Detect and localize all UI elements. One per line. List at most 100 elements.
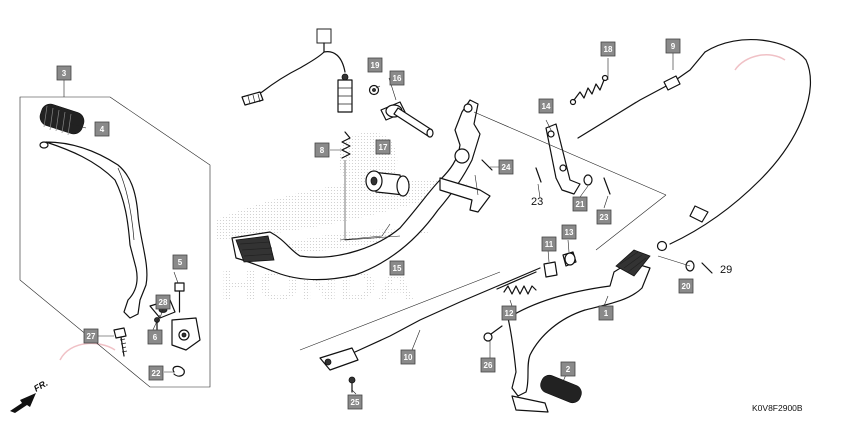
part-label-box bbox=[148, 365, 164, 381]
front-direction-arrow: FR. bbox=[10, 378, 50, 413]
part-label-24: 24 bbox=[498, 159, 514, 175]
part-label-box bbox=[596, 209, 612, 225]
part-label-1: 1 bbox=[598, 305, 614, 321]
part-label-6: 6 bbox=[147, 329, 163, 345]
part-label-5: 5 bbox=[172, 254, 188, 270]
part-label-text: 1 bbox=[604, 309, 609, 318]
long-bolt bbox=[113, 327, 128, 357]
pivot-bolt bbox=[368, 84, 380, 96]
part-label-text: 20 bbox=[682, 282, 691, 291]
circlip bbox=[172, 365, 185, 377]
part-label-box bbox=[665, 38, 681, 54]
part-label-box bbox=[598, 305, 614, 321]
part-label-box bbox=[56, 65, 72, 81]
part-label-27: 27 bbox=[83, 328, 99, 344]
part-label-text: 19 bbox=[371, 61, 380, 70]
part-label-text: 27 bbox=[87, 332, 96, 341]
part-label-11: 11 bbox=[541, 236, 557, 252]
part-label-4: 4 bbox=[94, 121, 110, 137]
small-bolt bbox=[154, 317, 160, 331]
part-label-3: 3 bbox=[56, 65, 72, 81]
part-label-box bbox=[367, 57, 383, 73]
part-label-text: 22 bbox=[152, 369, 161, 378]
part-label-text: 17 bbox=[379, 143, 388, 152]
part-label-text: 15 bbox=[393, 264, 402, 273]
part-label-box bbox=[498, 159, 514, 175]
part-label-box bbox=[561, 224, 577, 240]
part-label-12: 12 bbox=[501, 305, 517, 321]
joint-collar bbox=[562, 251, 577, 267]
left-group-bracket bbox=[19, 96, 211, 388]
part-label-text: 3 bbox=[62, 69, 67, 78]
kick-pedal-rubber bbox=[39, 103, 85, 136]
part-label-text: 16 bbox=[393, 74, 402, 83]
moto-watermark bbox=[59, 54, 786, 361]
part-label-23b: 23 bbox=[596, 209, 612, 225]
part-label-18: 18 bbox=[600, 41, 616, 57]
part-label-19: 19 bbox=[367, 57, 383, 73]
part-label-text: 11 bbox=[545, 240, 554, 249]
diagram-code: K0V8F2900B bbox=[752, 403, 803, 413]
unlabeled-box bbox=[316, 28, 332, 44]
washers-and-pins-right bbox=[535, 167, 713, 274]
part-label-box bbox=[94, 121, 110, 137]
part-label-2: 2 bbox=[560, 361, 576, 377]
part-label-text: 10 bbox=[404, 353, 413, 362]
part-number-23a: 23 bbox=[531, 196, 543, 208]
rod-spring bbox=[503, 285, 537, 295]
part-label-text: 6 bbox=[153, 333, 158, 342]
part-label-text: 24 bbox=[502, 163, 511, 172]
part-label-16: 16 bbox=[389, 70, 405, 86]
kick-bolt bbox=[174, 282, 185, 313]
part-label-28: 28 bbox=[155, 294, 171, 310]
part-label-text: 5 bbox=[178, 258, 183, 267]
part-label-15: 15 bbox=[389, 260, 405, 276]
adjust-nut bbox=[543, 261, 558, 278]
return-spring-large bbox=[569, 74, 609, 106]
part-label-box bbox=[541, 236, 557, 252]
pedal-bolt bbox=[483, 325, 503, 342]
part-label-22: 22 bbox=[148, 365, 164, 381]
honda-watermark: HONDA bbox=[215, 131, 470, 310]
part-label-box bbox=[538, 98, 554, 114]
part-label-box bbox=[155, 294, 171, 310]
front-direction-label: FR. bbox=[32, 378, 50, 394]
switch-wire bbox=[241, 28, 353, 113]
return-spring-small bbox=[341, 131, 351, 159]
part-label-box bbox=[389, 70, 405, 86]
cotter-pin-a bbox=[481, 159, 493, 171]
part-label-box bbox=[480, 357, 496, 373]
leader-lines-right bbox=[299, 52, 691, 395]
part-label-box bbox=[678, 278, 694, 294]
brake-rod-cable bbox=[577, 39, 811, 252]
part-label-box bbox=[600, 41, 616, 57]
part-label-17: 17 bbox=[375, 139, 391, 155]
part-label-26: 26 bbox=[480, 357, 496, 373]
brake-pedal bbox=[231, 99, 491, 281]
part-label-box bbox=[147, 329, 163, 345]
part-label-box bbox=[375, 139, 391, 155]
pivot-bushing bbox=[365, 170, 410, 197]
part-label-13: 13 bbox=[561, 224, 577, 240]
part-label-10: 10 bbox=[400, 349, 416, 365]
part-label-text: 2 bbox=[566, 365, 571, 374]
pivot-shaft bbox=[380, 101, 434, 138]
part-label-box bbox=[400, 349, 416, 365]
part-label-9: 9 bbox=[665, 38, 681, 54]
rod-bolt bbox=[348, 376, 356, 393]
part-label-20: 20 bbox=[678, 278, 694, 294]
part-label-text: 8 bbox=[320, 146, 325, 155]
part-label-text: 4 bbox=[100, 125, 105, 134]
leader-lines-mid bbox=[330, 77, 500, 241]
part-label-text: 23 bbox=[600, 213, 609, 222]
brake-rod bbox=[319, 267, 541, 371]
part-label-25: 25 bbox=[347, 394, 363, 410]
part-label-box bbox=[389, 260, 405, 276]
step-pedal bbox=[507, 249, 651, 413]
part-label-text: 13 bbox=[565, 228, 574, 237]
part-label-box bbox=[572, 196, 588, 212]
kick-pedal-arm bbox=[39, 141, 148, 319]
